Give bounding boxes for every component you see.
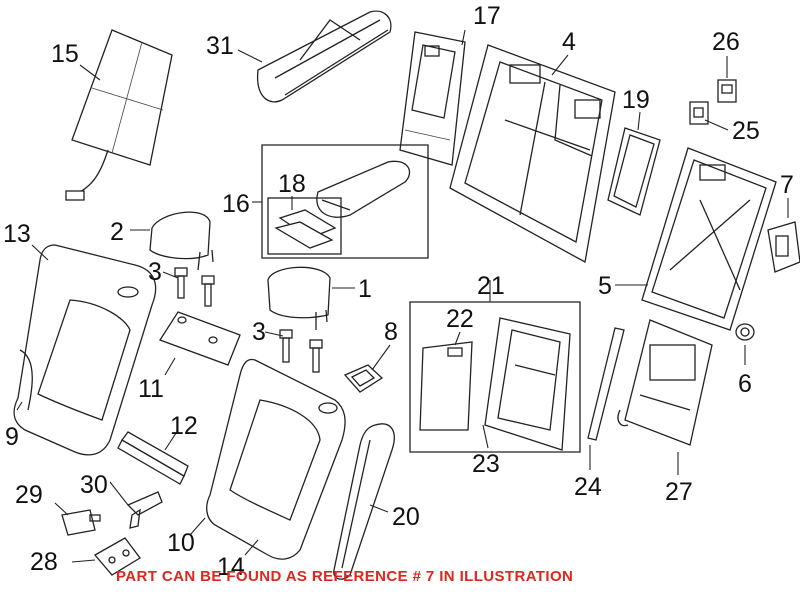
callout-3a: 3 <box>148 258 162 286</box>
part-1-headrest <box>267 266 331 330</box>
reference-note: PART CAN BE FOUND AS REFERENCE # 7 IN IL… <box>116 568 573 585</box>
callout-28: 28 <box>30 548 58 576</box>
part-4-seatback-frame <box>449 44 616 264</box>
callout-labels: 15 31 17 4 26 19 25 7 5 6 16 18 2 3 3 1 … <box>3 2 794 581</box>
callout-24: 24 <box>574 473 602 501</box>
callout-16: 16 <box>222 190 250 218</box>
part-27-mount-frame <box>617 319 713 446</box>
callout-9: 9 <box>5 423 19 451</box>
part-7-bracket <box>767 221 800 273</box>
part-17-trim-panel <box>399 31 466 166</box>
callout-5: 5 <box>598 272 612 300</box>
callout-15: 15 <box>51 40 79 68</box>
callout-2: 2 <box>110 218 124 246</box>
callout-29: 29 <box>15 481 43 509</box>
part-11-cushion <box>159 311 241 366</box>
part-13-backrest-cover <box>13 244 157 456</box>
part-16-armrest-box <box>261 144 429 259</box>
part-28-hinge <box>93 537 141 576</box>
part-14-backrest-cover <box>206 358 346 560</box>
part-20-side-bolster <box>333 423 395 580</box>
callout-20: 20 <box>392 503 420 531</box>
callout-8: 8 <box>384 318 398 346</box>
callout-25: 25 <box>732 117 760 145</box>
callout-30: 30 <box>80 471 108 499</box>
callout-11: 11 <box>138 375 164 403</box>
callout-26: 26 <box>712 28 740 56</box>
part-24-rail <box>587 327 625 441</box>
callout-23: 23 <box>472 450 500 478</box>
part-26-latch <box>717 79 737 103</box>
part-3-headrest-guides-lower <box>279 329 323 373</box>
part-29-clip <box>61 509 101 536</box>
callout-13: 13 <box>3 220 31 248</box>
part-5-seatback-frame <box>641 147 777 331</box>
part-8-handle <box>343 364 384 393</box>
leader-lines <box>16 29 789 563</box>
callout-22: 22 <box>446 305 474 333</box>
callout-18: 18 <box>278 170 306 198</box>
part-6-cap <box>735 323 755 341</box>
part-21-armrest-assembly <box>409 301 581 453</box>
callout-12: 12 <box>170 412 198 440</box>
part-19-net <box>607 127 661 216</box>
callout-17: 17 <box>473 2 501 30</box>
part-3-headrest-guides-upper <box>174 267 215 307</box>
callout-27: 27 <box>665 478 693 506</box>
part-30-bracket <box>126 491 163 529</box>
part-25-bezel <box>689 101 709 125</box>
part-15-heater-mat <box>65 29 173 201</box>
callout-7: 7 <box>780 171 794 199</box>
callout-6: 6 <box>738 370 752 398</box>
callout-10: 10 <box>167 529 195 557</box>
callout-19: 19 <box>622 86 650 114</box>
part-31-ski-bag <box>257 10 392 103</box>
part-2-headrest <box>149 211 214 271</box>
callout-14: 14 <box>217 553 245 581</box>
callout-4: 4 <box>562 28 576 56</box>
part-12-trim-strip <box>117 431 189 485</box>
callout-1: 1 <box>358 275 372 303</box>
callout-31: 31 <box>206 32 234 60</box>
callout-21: 21 <box>477 272 505 300</box>
callout-3b: 3 <box>252 318 266 346</box>
